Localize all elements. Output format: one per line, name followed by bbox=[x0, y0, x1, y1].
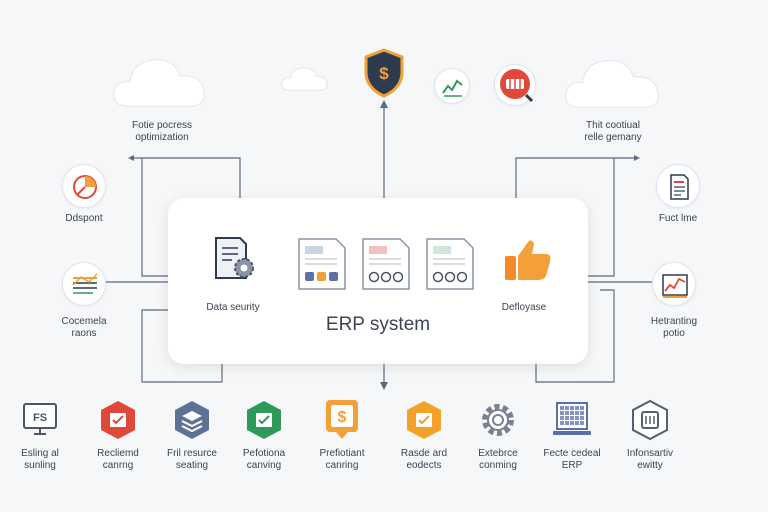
thumbs-up-icon bbox=[505, 240, 551, 280]
hexagon-layers-icon bbox=[170, 398, 214, 442]
trend-chart-circle bbox=[434, 68, 470, 104]
lines-chart-circle bbox=[62, 262, 106, 306]
dollar-badge-icon: $ bbox=[320, 398, 364, 442]
bottom-item-line2: sunling bbox=[24, 460, 56, 471]
bottom-item-line1: Fecte cedeal bbox=[543, 448, 601, 459]
bottom-item-line1: Esling al bbox=[21, 448, 59, 459]
process-optimization-line2: optimization bbox=[135, 132, 189, 143]
cloud-icon bbox=[281, 67, 328, 91]
inspection-circle bbox=[494, 64, 536, 106]
logic-summary-line2: relle gemany bbox=[584, 132, 642, 143]
lines-chart-icon bbox=[72, 273, 98, 294]
cloud-icon bbox=[565, 59, 659, 109]
document-card-icon bbox=[426, 238, 474, 290]
document-circle bbox=[656, 164, 700, 208]
monitoring-label: Hetranting potio bbox=[626, 316, 722, 340]
bottom-item-line1: Rasde ard bbox=[400, 448, 448, 459]
line-graph-icon bbox=[662, 274, 688, 298]
logic-summary-label: Thit cootiual relle gemany bbox=[558, 120, 668, 144]
monitoring-line1: Hetranting bbox=[650, 316, 698, 327]
bottom-item-line1: Recliemd bbox=[97, 448, 139, 459]
bottom-item-line2: conming bbox=[479, 460, 517, 471]
shield-dollar-icon: $ bbox=[364, 48, 404, 98]
logic-summary-line1: Thit cootiual bbox=[586, 120, 640, 131]
hexagon-check-icon bbox=[402, 398, 446, 442]
document-list-icon bbox=[670, 174, 689, 200]
bottom-item-line1: Fril resurce bbox=[166, 448, 217, 459]
bottom-item-line1: Pefotiona bbox=[242, 448, 286, 459]
document-card-icon bbox=[362, 238, 410, 290]
bottom-item-line2: ewitty bbox=[637, 460, 663, 471]
monitoring-circle bbox=[652, 262, 696, 306]
server-icon bbox=[628, 398, 672, 442]
deployment-label: Defloyase bbox=[501, 302, 547, 313]
bottom-item-line1: Infonsartiv bbox=[626, 448, 674, 459]
cloud-icon bbox=[113, 59, 205, 107]
dollar-text: $ bbox=[338, 409, 347, 426]
comments-line2: raons bbox=[71, 328, 97, 339]
bottom-item-line2: canring bbox=[325, 460, 359, 471]
bottom-item-line2: seating bbox=[175, 460, 209, 471]
bottom-item-line2: ERP bbox=[561, 460, 583, 471]
bottom-item-line2: canrng bbox=[102, 460, 134, 471]
comments-label: Cocemela raons bbox=[36, 316, 132, 340]
bottom-item-line1: Prefiotiant bbox=[319, 448, 365, 459]
bottom-item-line1: Extebrce bbox=[478, 448, 518, 459]
data-security-label: Data seurity bbox=[206, 302, 260, 313]
trend-chart-icon bbox=[442, 79, 463, 97]
document-card-icon bbox=[298, 238, 346, 290]
hexagon-check-icon bbox=[96, 398, 140, 442]
fs-text: FS bbox=[33, 412, 47, 424]
process-optimization-label: Fotie pocress optimization bbox=[112, 120, 212, 144]
pie-chart-circle bbox=[62, 164, 106, 208]
gear-icon bbox=[476, 398, 520, 442]
fact-line-label: Fuct lme bbox=[658, 213, 698, 224]
document-gear-icon bbox=[215, 237, 254, 279]
erp-system-title: ERP system bbox=[325, 314, 431, 335]
erp-system-card: Data seurity Defloyase ERP system bbox=[168, 198, 588, 364]
process-optimization-line1: Fotie pocress bbox=[131, 120, 193, 131]
magnify-red-icon bbox=[500, 69, 534, 103]
grid-laptop-icon bbox=[550, 398, 594, 442]
bottom-item-line2: eodects bbox=[406, 460, 442, 471]
hexagon-check-icon bbox=[242, 398, 286, 442]
comments-line1: Cocemela bbox=[61, 316, 107, 327]
shield-dollar-symbol: $ bbox=[379, 64, 389, 83]
monitoring-line2: potio bbox=[663, 328, 685, 339]
fs-monitor-icon: FS bbox=[18, 398, 62, 442]
bottom-item-line2: canving bbox=[246, 460, 282, 471]
disposal-label: Ddspont bbox=[65, 213, 103, 224]
pie-chart-icon bbox=[73, 175, 97, 199]
